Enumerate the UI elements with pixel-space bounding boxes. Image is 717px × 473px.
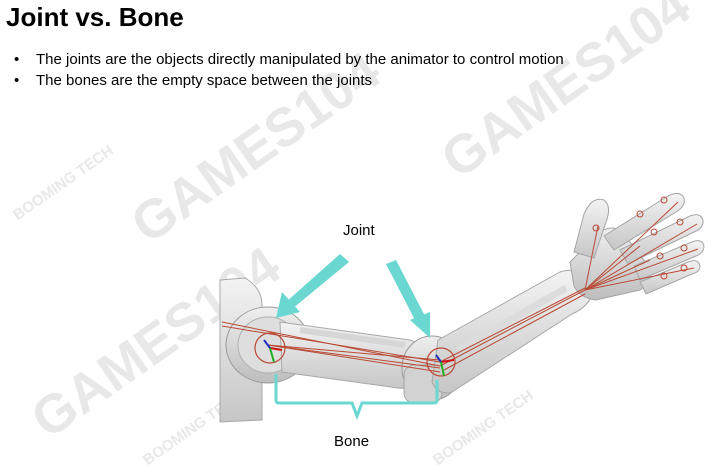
elbow-joint-gizmo	[426, 347, 456, 377]
finger	[639, 260, 701, 295]
joint-arrow-right	[386, 260, 430, 338]
finger-joint-markers	[592, 196, 688, 280]
bone-lines	[221, 201, 699, 373]
thumb	[573, 198, 610, 259]
bullet-item: The joints are the objects directly mani…	[14, 49, 564, 70]
joint-arrow-left	[276, 254, 349, 318]
finger	[619, 214, 704, 265]
slide-title: Joint vs. Bone	[6, 2, 184, 32]
bone-bracket	[274, 374, 439, 421]
shoulder-joint-gizmo	[254, 332, 286, 364]
joint-label: Joint	[343, 222, 375, 239]
bullet-list: The joints are the objects directly mani…	[14, 49, 564, 91]
bone-label: Bone	[334, 433, 370, 450]
finger	[633, 240, 705, 281]
finger	[603, 192, 685, 251]
forearm	[431, 269, 593, 394]
bullet-item: The bones are the empty space between th…	[14, 70, 564, 91]
